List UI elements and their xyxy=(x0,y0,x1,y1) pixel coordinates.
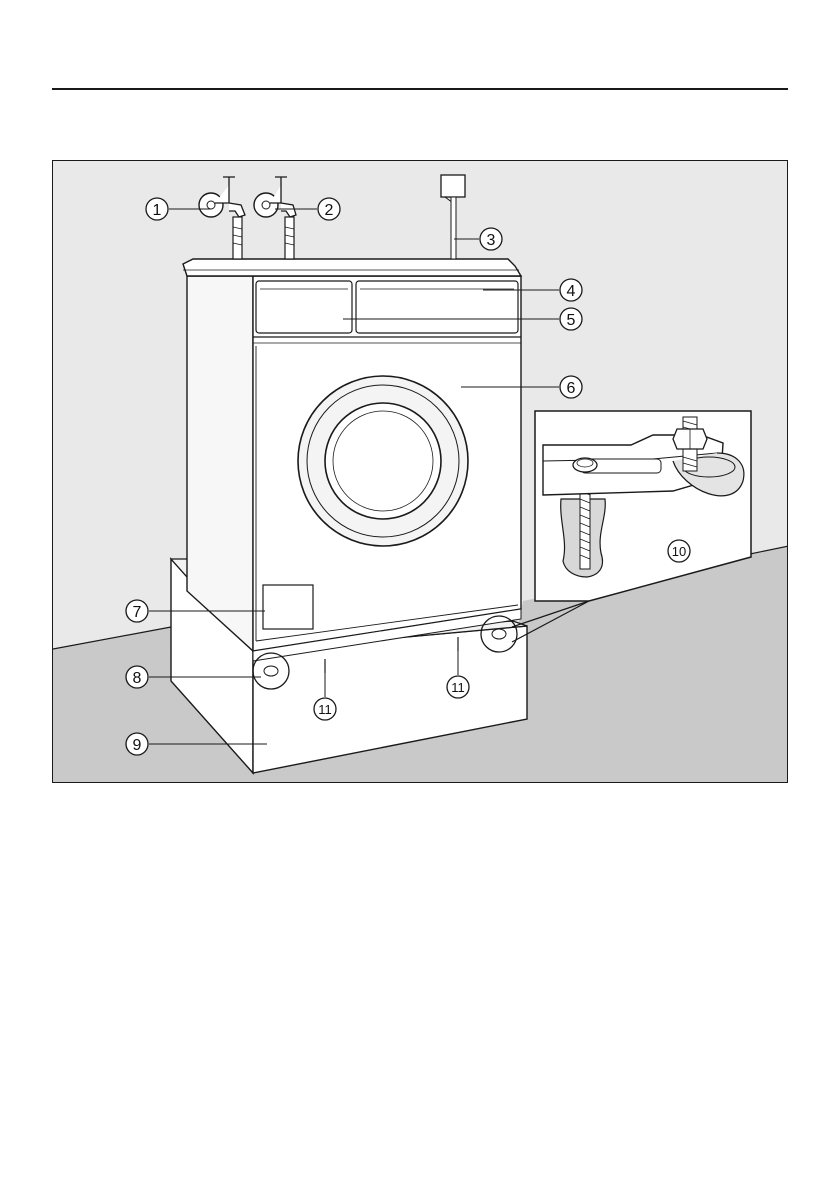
callout-8: 8 xyxy=(126,666,148,688)
callout-1-label: 1 xyxy=(153,202,162,219)
top-rule xyxy=(52,88,788,90)
callout-6: 6 xyxy=(560,376,582,398)
callout-6-label: 6 xyxy=(567,380,576,397)
washing-machine-installation-diagram: 1 2 3 4 5 6 7 8 xyxy=(52,160,788,783)
callout-1: 1 xyxy=(146,198,168,220)
callout-5: 5 xyxy=(560,308,582,330)
callout-2: 2 xyxy=(318,198,340,220)
service-flap xyxy=(263,585,313,629)
door-glass xyxy=(325,403,441,519)
callout-3-label: 3 xyxy=(487,232,496,249)
callout-9-label: 9 xyxy=(133,737,142,754)
diagram-svg: 1 2 3 4 5 6 7 8 xyxy=(53,161,788,783)
callout-8-label: 8 xyxy=(133,670,142,687)
callout-9: 9 xyxy=(126,733,148,755)
callout-7-label: 7 xyxy=(133,604,142,621)
callout-4-label: 4 xyxy=(567,283,576,300)
callout-10: 10 xyxy=(668,540,690,562)
callout-4: 4 xyxy=(560,279,582,301)
callout-5-label: 5 xyxy=(567,312,576,329)
callout-3: 3 xyxy=(480,228,502,250)
callout-2-label: 2 xyxy=(325,202,334,219)
callout-11-left-label: 11 xyxy=(318,702,332,717)
callout-7: 7 xyxy=(126,600,148,622)
callout-11-right-label: 11 xyxy=(451,680,465,695)
callout-10-label: 10 xyxy=(672,544,686,559)
